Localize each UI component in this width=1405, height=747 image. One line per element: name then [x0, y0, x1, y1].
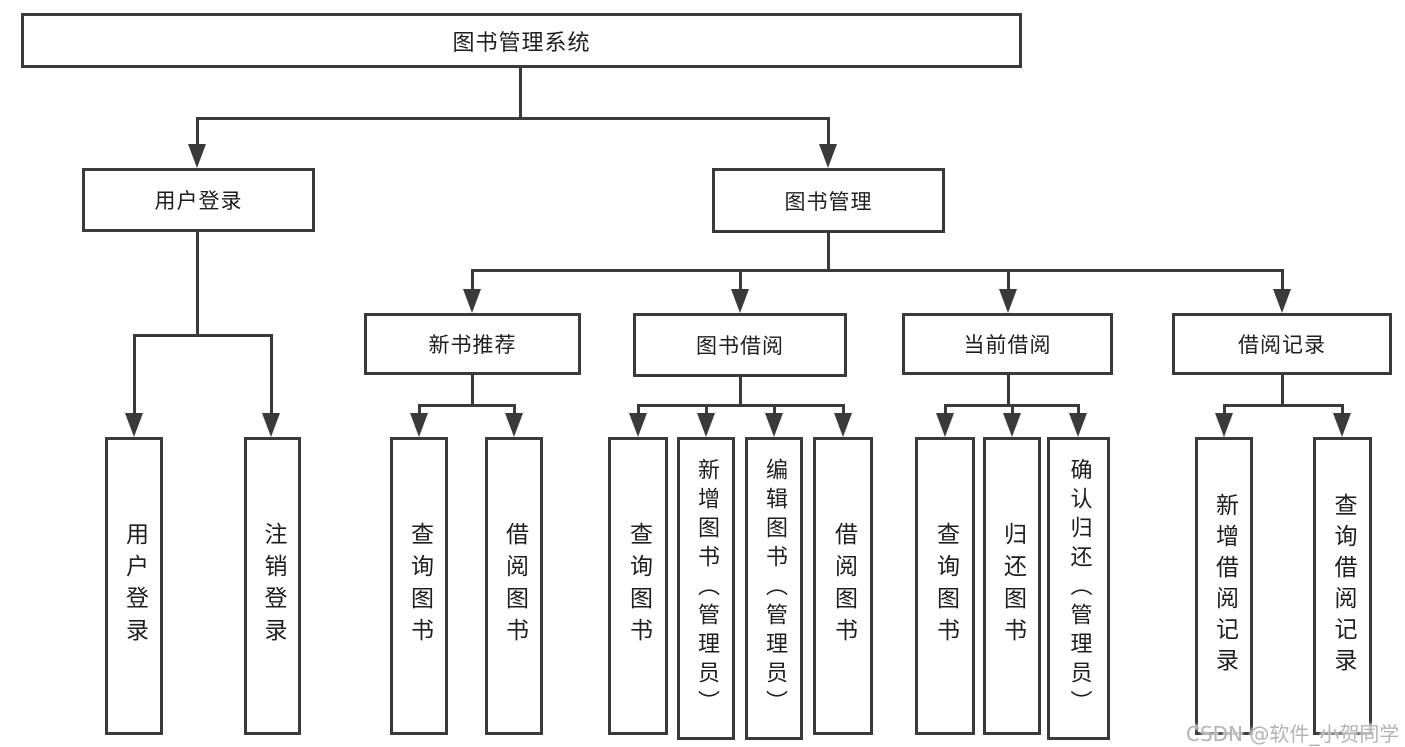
node-user-login: 用户登录	[82, 168, 315, 232]
leaf-bb-query-book-label: 查询图书	[625, 522, 652, 650]
leaf-bb-borrow-book: 借阅图书	[813, 437, 873, 735]
node-borrow-records-label: 借阅记录	[1238, 333, 1326, 357]
node-book-mgmt: 图书管理	[712, 168, 945, 233]
leaf-user-login: 用户登录	[105, 437, 163, 735]
leaf-nb-borrow-book: 借阅图书	[485, 437, 543, 735]
arrowhead-down-icon	[1333, 413, 1351, 437]
arrowhead-down-icon	[188, 144, 206, 168]
leaf-bb-edit-book-label: 编辑图书（管理员）	[762, 458, 787, 719]
arrowhead-down-icon	[629, 413, 647, 437]
connector-line	[1011, 404, 1014, 416]
connector-line	[827, 117, 830, 147]
leaf-cb-return-book-label: 归还图书	[999, 522, 1026, 650]
leaf-bb-edit-book: 编辑图书（管理员）	[745, 437, 803, 740]
leaf-bb-add-book: 新增图书（管理员）	[677, 437, 735, 740]
connector-line	[418, 404, 421, 416]
arrowhead-down-icon	[410, 413, 428, 437]
leaf-cb-confirm-return-label: 确认归还（管理员）	[1066, 458, 1092, 719]
connector-line	[418, 404, 516, 407]
connector-line	[471, 269, 474, 292]
connector-line	[513, 404, 516, 416]
arrowhead-down-icon	[834, 413, 852, 437]
connector-line	[1223, 404, 1226, 416]
leaf-br-add-record: 新增借阅记录	[1195, 437, 1253, 735]
leaf-cb-query-book: 查询图书	[915, 437, 975, 735]
connector-line	[1007, 269, 1010, 292]
node-book-borrow: 图书借阅	[633, 313, 847, 377]
node-root: 图书管理系统	[21, 13, 1022, 68]
arrowhead-down-icon	[125, 413, 143, 437]
connector-line	[705, 404, 708, 416]
leaf-cb-return-book: 归还图书	[983, 437, 1041, 735]
arrowhead-down-icon	[999, 289, 1017, 313]
leaf-br-add-record-label: 新增借阅记录	[1211, 493, 1238, 679]
leaf-bb-borrow-book-label: 借阅图书	[830, 522, 857, 650]
leaf-br-query-record-label: 查询借阅记录	[1330, 493, 1356, 679]
leaf-nb-borrow-book-label: 借阅图书	[501, 522, 528, 650]
node-current-borrow-label: 当前借阅	[963, 333, 1052, 357]
connector-line	[519, 68, 522, 120]
connector-line	[827, 233, 830, 271]
connector-line	[944, 404, 947, 416]
leaf-cb-query-book-label: 查询图书	[932, 522, 959, 650]
watermark: CSDN @软件_小贺同学	[1186, 722, 1400, 746]
connector-line	[739, 269, 742, 292]
connector-line	[1077, 404, 1080, 416]
arrowhead-down-icon	[936, 413, 954, 437]
connector-line	[1281, 374, 1284, 407]
arrowhead-down-icon	[697, 413, 715, 437]
connector-line	[133, 334, 136, 416]
connector-line	[471, 269, 1283, 272]
node-book-mgmt-label: 图书管理	[784, 189, 873, 214]
leaf-user-login-label: 用户登录	[121, 522, 148, 650]
leaf-br-query-record: 查询借阅记录	[1313, 437, 1372, 735]
arrowhead-down-icon	[1215, 413, 1233, 437]
leaf-bb-query-book: 查询图书	[608, 437, 668, 735]
connector-line	[1281, 269, 1284, 292]
arrowhead-down-icon	[765, 413, 783, 437]
arrowhead-down-icon	[262, 413, 280, 437]
node-borrow-records: 借阅记录	[1172, 313, 1392, 375]
connector-line	[842, 404, 845, 416]
leaf-nb-query-book: 查询图书	[390, 437, 448, 735]
arrowhead-down-icon	[1069, 413, 1087, 437]
leaf-logout: 注销登录	[244, 437, 301, 735]
arrowhead-down-icon	[819, 144, 837, 168]
connector-line	[1223, 404, 1343, 407]
node-root-label: 图书管理系统	[452, 30, 591, 56]
node-new-book-label: 新书推荐	[428, 333, 517, 357]
node-current-borrow: 当前借阅	[902, 313, 1113, 375]
connector-line	[196, 231, 199, 336]
node-book-borrow-label: 图书借阅	[696, 334, 784, 358]
connector-line	[1007, 374, 1010, 407]
leaf-nb-query-book-label: 查询图书	[406, 522, 433, 650]
node-new-book: 新书推荐	[364, 313, 581, 375]
leaf-logout-label: 注销登录	[260, 522, 286, 650]
arrowhead-down-icon	[463, 289, 481, 313]
connector-line	[1341, 404, 1344, 416]
connector-line	[739, 374, 742, 407]
connector-line	[196, 117, 830, 120]
node-user-login-label: 用户登录	[154, 189, 243, 213]
connector-line	[133, 334, 273, 337]
connector-line	[471, 374, 474, 407]
arrowhead-down-icon	[731, 289, 749, 313]
arrowhead-down-icon	[1273, 289, 1291, 313]
connector-line	[637, 404, 844, 407]
connector-line	[637, 404, 640, 416]
connector-line	[196, 117, 199, 147]
connector-line	[773, 404, 776, 416]
arrowhead-down-icon	[1003, 413, 1021, 437]
leaf-bb-add-book-label: 新增图书（管理员）	[694, 458, 719, 719]
leaf-cb-confirm-return: 确认归还（管理员）	[1047, 437, 1110, 740]
arrowhead-down-icon	[505, 413, 523, 437]
connector-line	[270, 334, 273, 416]
